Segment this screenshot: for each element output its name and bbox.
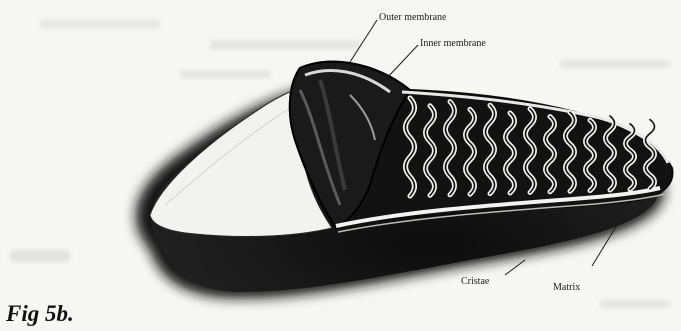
label-matrix: Matrix [553,282,580,293]
label-cristae: Cristae [461,276,489,287]
leader-cristae [505,260,525,275]
label-outer-membrane: Outer membrane [379,12,446,23]
figure-caption: Fig 5b. [6,301,74,327]
label-inner-membrane: Inner membrane [420,38,486,49]
leader-inner-membrane [385,45,418,80]
